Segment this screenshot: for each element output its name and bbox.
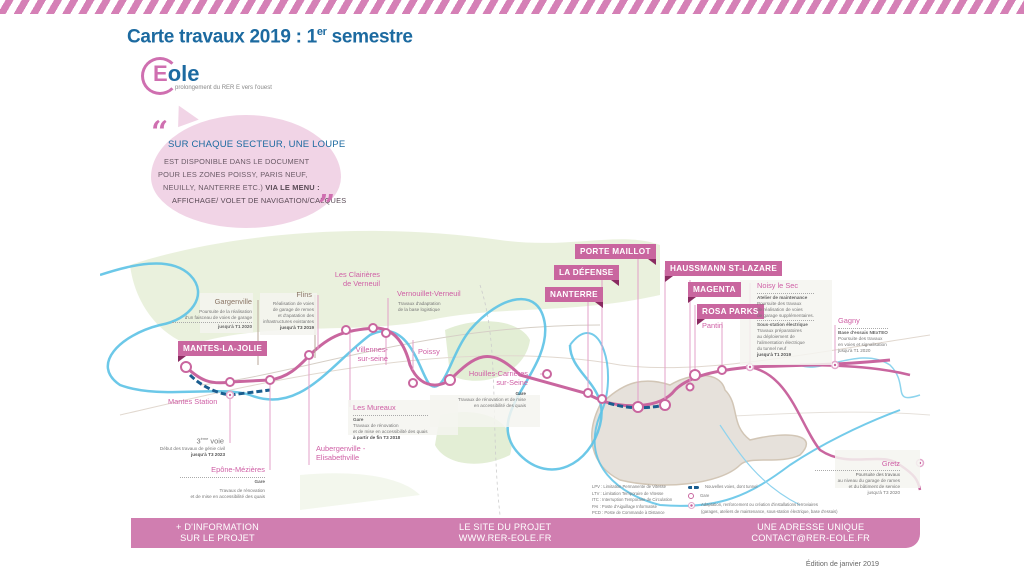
site-pantin-name[interactable]: Pantin [702,321,723,330]
abbreviation-legend: LPV : Limitation Permanente de Vitesse L… [592,484,672,517]
close-quote-icon: ” [318,189,336,224]
logo-subtitle: prolongement du RER E vers l'ouest [175,85,272,91]
site-vernouillet-name[interactable]: Vernouillet-Verneuil [397,289,461,298]
legend-pcd: PCD : Poste de Commande à Distance [592,510,665,515]
symbol-legend: Nouvelles voies, dont tunnel Gare Adapta… [688,484,838,515]
speech-bubble-tail [171,100,199,128]
legend-lpv: LPV : Limitation Permanente de Vitesse [592,484,666,489]
site-villennes-name[interactable]: Villennes-sur-seine [355,345,388,364]
legend-pai: PAI : Poste d'Aiguillage Informatisé [592,503,657,509]
site-3eme-voie-name[interactable]: 3ème voie [196,436,224,446]
logo-wordmark: Eole [153,61,200,86]
mureaux-box [348,400,458,435]
site-epone-name[interactable]: Epône-Mézières [211,465,265,474]
site-noisy-le-sec-name[interactable]: Noisy le Sec [757,281,799,290]
open-quote-icon: “ [151,115,169,150]
flins-box [260,293,317,335]
station-tag-porte-maillot[interactable]: PORTE MAILLOT [575,244,656,265]
bubble-heading: SUR CHAQUE SECTEUR, UNE LOUPE [168,139,346,150]
station-tag-la-defense[interactable]: LA DÉFENSE [554,265,619,286]
station-tag-magenta[interactable]: MAGENTA [688,282,741,303]
bubble-line-2: POUR LES ZONES POISSY, PARIS NEUF, [158,170,308,179]
legend-adaptation: Adaptation, renforcement ou création d'i… [701,502,838,514]
site-gargenville-name[interactable]: Gargenville [214,297,252,306]
bubble-line-3: NEUILLY, NANTERRE ETC.) VIA LE MENU : [163,183,320,192]
site-poissy-name[interactable]: Poissy [418,347,440,356]
station-circle-icon [688,492,694,499]
gargenville-box [200,293,253,333]
logo-ring-icon [141,57,179,95]
rer-e-works-map [100,225,930,520]
site-mantes-station-name[interactable]: Mantes Station [168,397,218,406]
site-les-mureaux-name[interactable]: Les Mureaux [353,403,396,412]
gretz-box [835,450,920,488]
station-tag-rosa-parks[interactable]: ROSA PARKS [697,304,764,325]
noisy-box [740,280,832,365]
legend-new-tracks: Nouvelles voies, dont tunnel [705,484,758,489]
site-aubergenville-name[interactable]: Aubergenville -Elisabethville [316,444,366,463]
eole-logo: Eole prolongement du RER E vers l'ouest [141,57,281,97]
site-flins-name[interactable]: Flins [296,290,312,299]
site-noisy-le-sec-note: Atelier de maintenance Poursuite des tra… [757,293,814,357]
station-tag-mantes-la-jolie[interactable]: MANTES-LA-JOLIE [178,341,268,362]
new-tracks-dash-icon [688,485,699,489]
legend-station: Gare [700,492,710,498]
bubble-line-4: AFFICHAGE/ VOLET DE NAVIGATION/CALQUES [172,196,347,205]
site-gretz-name[interactable]: Gretz [881,459,900,468]
adaptation-circle-icon [688,502,695,509]
legend-ltv: LTV : Limitation Temporaire de Vitesse [592,490,664,496]
edition-date: Édition de janvier 2019 [805,559,879,568]
bubble-line-1: EST DISPONIBLE DANS LE DOCUMENT [164,157,310,166]
station-tag-haussmann-st-lazare[interactable]: HAUSSMANN ST-LAZARE [665,261,783,282]
page-title: Carte travaux 2019 : 1er semestre [127,26,413,48]
speech-bubble [151,115,341,228]
header-stripe-band [0,0,1024,14]
site-gagny-name[interactable]: Gagny [838,316,860,325]
legend-itc: ITC : Interruption Temporaire de Circula… [592,497,673,502]
station-tag-nanterre[interactable]: NANTERRE [545,287,603,308]
